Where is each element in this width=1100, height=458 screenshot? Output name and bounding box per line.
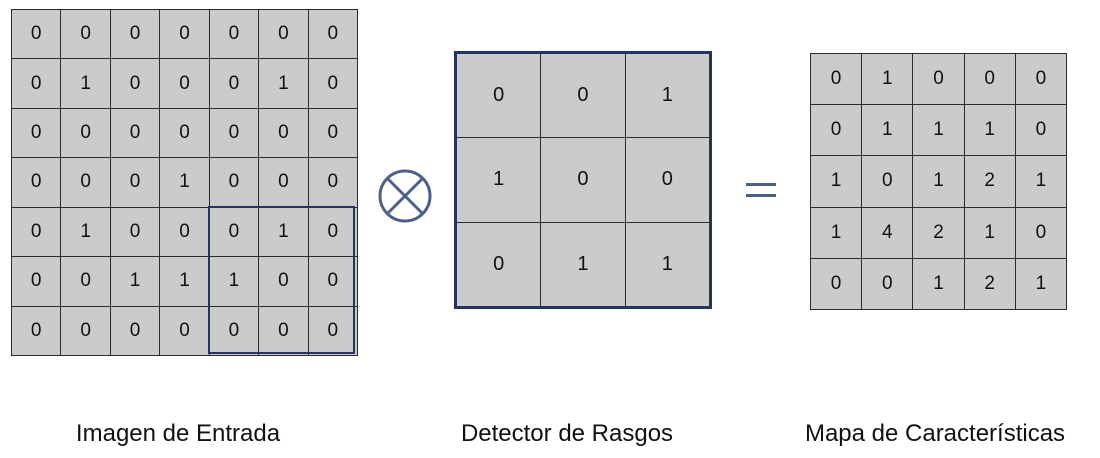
feature-map-cell: 2 [913, 207, 964, 258]
input-image-cell: 1 [61, 59, 110, 108]
feature-map-caption: Mapa de Características [804, 420, 1066, 447]
input-image-cell: 0 [308, 59, 357, 108]
feature-map-cell: 1 [862, 105, 913, 156]
input-image-cell: 0 [12, 59, 61, 108]
input-image-cell: 0 [110, 306, 160, 355]
input-image-cell: 0 [308, 10, 357, 59]
feature-map-cell: 1 [811, 156, 862, 207]
feature-map-cell: 1 [1015, 258, 1066, 309]
input-image-cell: 0 [308, 207, 357, 257]
feature-map-cell: 0 [811, 258, 862, 309]
feature-detector-caption: Detector de Rasgos [460, 420, 674, 447]
feature-map-cell: 0 [913, 54, 964, 105]
input-image-cell: 0 [12, 158, 61, 207]
feature-detector-cell: 0 [457, 222, 541, 306]
feature-detector-cell: 0 [541, 138, 625, 222]
input-image-cell: 1 [209, 257, 259, 306]
feature-detector-cell: 1 [625, 54, 709, 138]
input-image-cell: 0 [209, 10, 259, 59]
feature-map-cell: 2 [964, 156, 1015, 207]
input-image-cell: 0 [160, 306, 209, 355]
input-image-cell: 0 [12, 257, 61, 306]
feature-map-cell: 0 [862, 156, 913, 207]
feature-map-cell: 1 [862, 54, 913, 105]
feature-map-cell: 1 [964, 105, 1015, 156]
input-image-cell: 0 [308, 108, 357, 158]
feature-map-cell: 1 [913, 258, 964, 309]
circled-times-icon [378, 169, 432, 223]
input-image-cell: 0 [61, 158, 110, 207]
input-image-cell: 0 [308, 158, 357, 207]
feature-detector-cell: 0 [457, 54, 541, 138]
input-image-cell: 1 [160, 158, 209, 207]
input-image-cell: 0 [209, 108, 259, 158]
feature-map-cell: 4 [862, 207, 913, 258]
feature-map-cell: 0 [862, 258, 913, 309]
feature-map-cell: 0 [1015, 207, 1066, 258]
input-image-cell: 0 [110, 207, 160, 257]
input-image-cell: 0 [209, 158, 259, 207]
feature-map-cell: 1 [1015, 156, 1066, 207]
input-image-cell: 0 [12, 306, 61, 355]
input-image-cell: 1 [110, 257, 160, 306]
input-image-cell: 1 [160, 257, 209, 306]
input-image-cell: 0 [160, 207, 209, 257]
feature-map-cell: 1 [811, 207, 862, 258]
input-image-cell: 0 [308, 257, 357, 306]
input-image-cell: 0 [308, 306, 357, 355]
feature-detector-cell: 0 [625, 138, 709, 222]
input-image-cell: 0 [110, 108, 160, 158]
input-image-cell: 0 [110, 59, 160, 108]
input-image-cell: 0 [259, 158, 308, 207]
input-image-cell: 0 [61, 10, 110, 59]
feature-map-cell: 0 [964, 54, 1015, 105]
input-image-cell: 0 [160, 59, 209, 108]
input-image-caption: Imagen de Entrada [75, 420, 281, 447]
input-image-cell: 0 [160, 10, 209, 59]
input-image-cell: 0 [61, 257, 110, 306]
input-image-cell: 1 [259, 59, 308, 108]
input-image-cell: 0 [259, 257, 308, 306]
input-image-cell: 0 [209, 59, 259, 108]
feature-map-cell: 2 [964, 258, 1015, 309]
feature-map-cell: 0 [1015, 105, 1066, 156]
input-image-cell: 0 [12, 207, 61, 257]
input-image-cell: 0 [61, 108, 110, 158]
feature-map-cell: 1 [913, 156, 964, 207]
feature-map-cell: 0 [811, 54, 862, 105]
feature-map-cell: 0 [1015, 54, 1066, 105]
feature-map-cell: 1 [964, 207, 1015, 258]
feature-detector-cell: 0 [541, 54, 625, 138]
input-image-cell: 0 [12, 108, 61, 158]
input-image-cell: 0 [110, 10, 160, 59]
input-image-cell: 0 [110, 158, 160, 207]
input-image-cell: 0 [61, 306, 110, 355]
feature-detector-cell: 1 [541, 222, 625, 306]
input-image-cell: 0 [209, 306, 259, 355]
input-image-cell: 0 [259, 10, 308, 59]
input-image-cell: 0 [160, 108, 209, 158]
input-image-cell: 0 [259, 306, 308, 355]
feature-map-cell: 0 [811, 105, 862, 156]
input-image-cell: 0 [209, 207, 259, 257]
equals-icon [746, 178, 776, 202]
input-image-cell: 0 [12, 10, 61, 59]
input-image-cell: 0 [259, 108, 308, 158]
input-image-cell: 1 [259, 207, 308, 257]
feature-detector-cell: 1 [457, 138, 541, 222]
feature-detector-cell: 1 [625, 222, 709, 306]
feature-map-cell: 1 [913, 105, 964, 156]
input-image-cell: 1 [61, 207, 110, 257]
